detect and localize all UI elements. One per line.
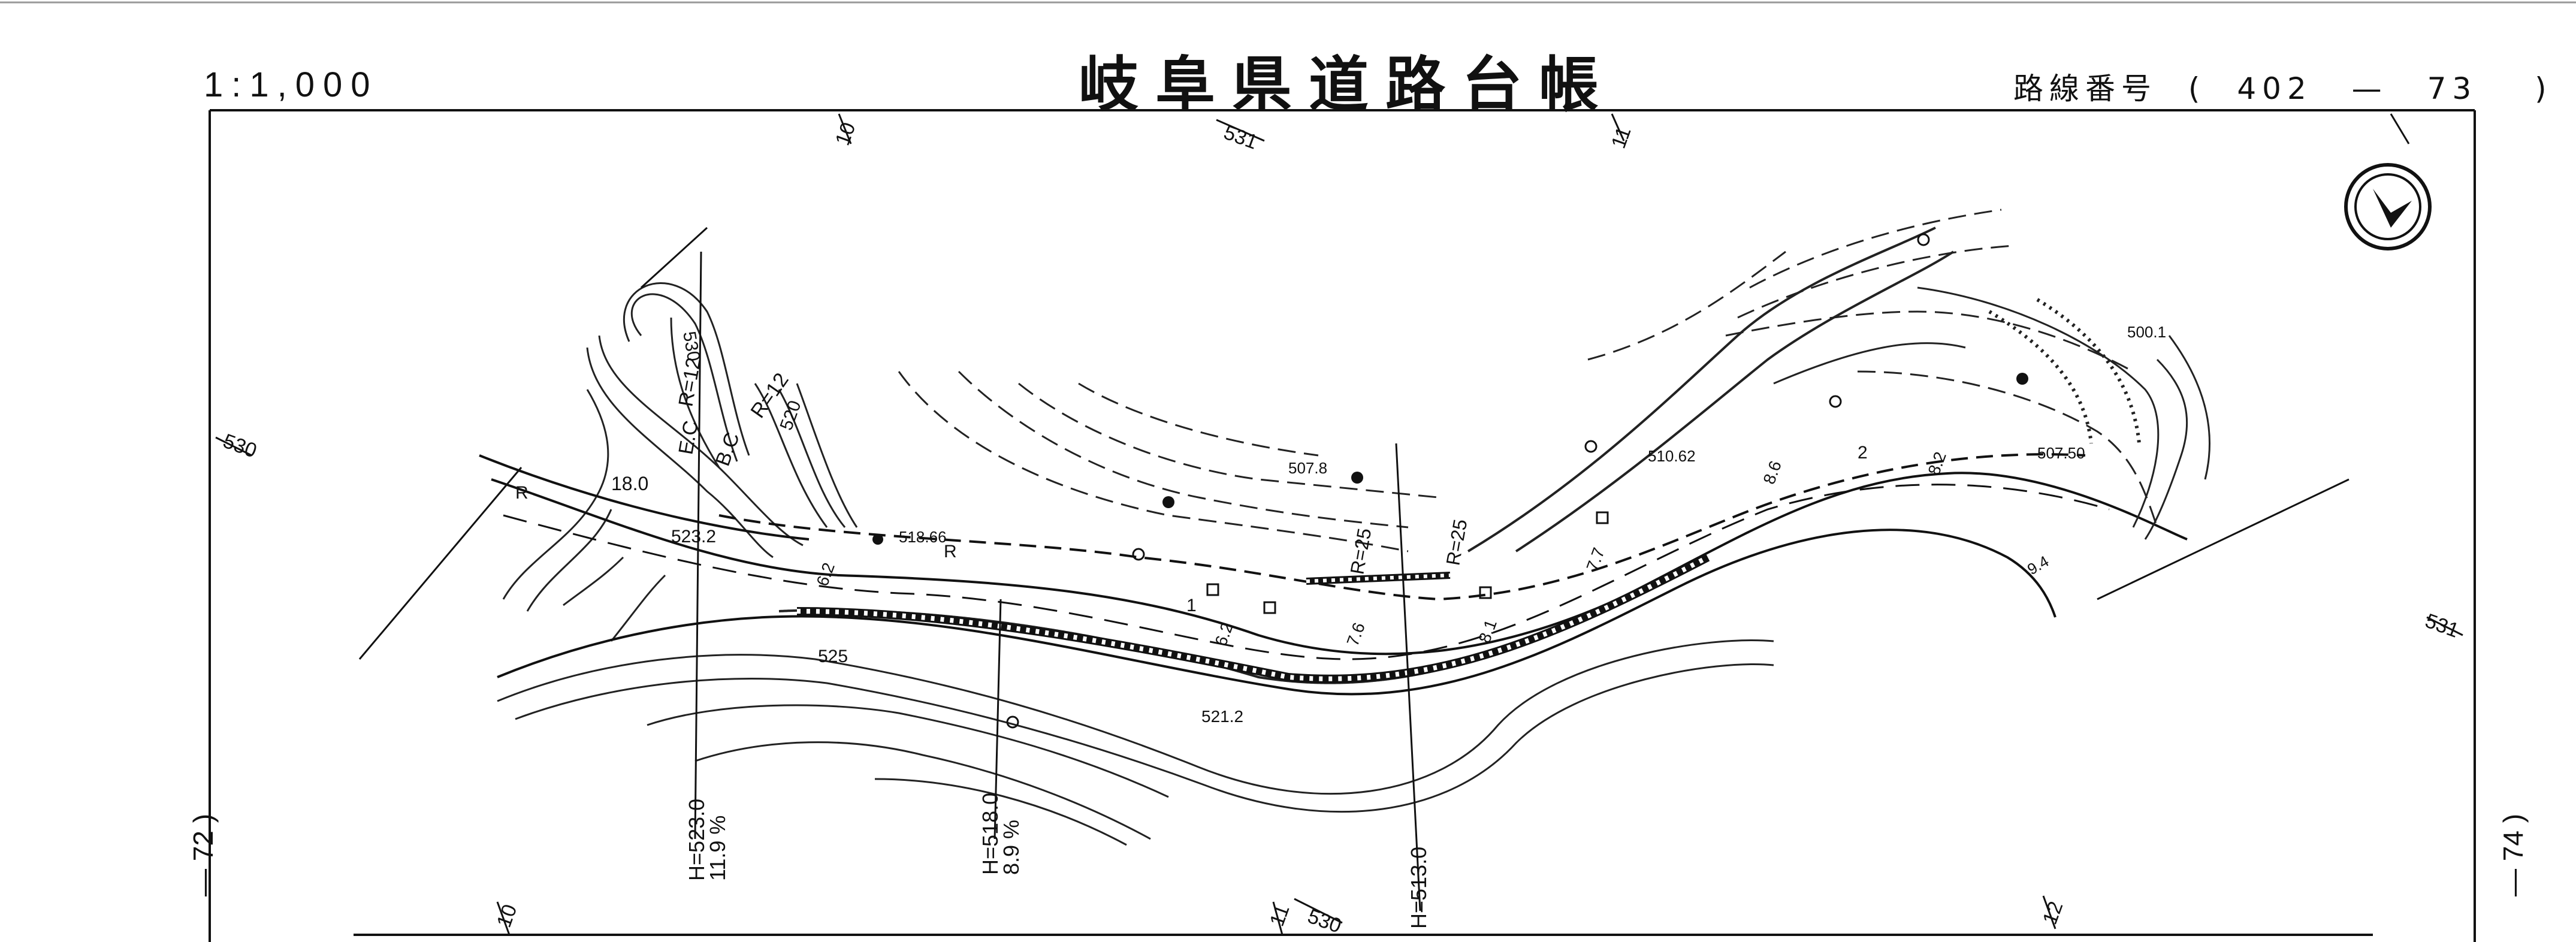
label-width-18: 18.0	[611, 473, 648, 494]
north-arrow-icon	[2344, 163, 2432, 250]
station-6-2a: 6.2	[813, 560, 838, 588]
station-8-6: 8.6	[1760, 458, 1785, 487]
route-close-paren: )	[2535, 71, 2553, 106]
grid-label-530-bottom: 530	[1304, 905, 1344, 938]
label-elev-523-2: 523.2	[671, 527, 716, 547]
label-elev-521-2: 521.2	[1201, 707, 1243, 726]
survey-points	[872, 373, 2028, 545]
grid-label-12-bottom: 12	[2039, 898, 2068, 928]
label-elev-510-62: 510.62	[1648, 447, 1696, 465]
slopes-and-branches	[898, 209, 2210, 552]
route-dash: —	[2351, 71, 2388, 106]
map-frame	[209, 109, 2476, 942]
label-elev-518-66: 518.66	[899, 528, 947, 546]
contour-label-525: 525	[818, 647, 848, 666]
grid-label-531-top: 531	[1221, 121, 1260, 154]
label-elev-507-50: 507.50	[2037, 444, 2085, 462]
route-number-box: 路線番号 ( 402 — 73 )	[2013, 65, 2553, 108]
grid-label-11-bottom: 11	[1266, 902, 1294, 929]
survey-markers	[1006, 233, 1930, 729]
station-1: 1	[1186, 596, 1197, 615]
station-7-6: 7.6	[1343, 620, 1369, 648]
label-ec-radius: R=12	[674, 356, 705, 409]
grid-label-11-top: 11	[1607, 124, 1636, 152]
profile-height-3: H=513.0	[1406, 847, 1431, 929]
station-2: 2	[1858, 443, 1868, 463]
sheet-title: 岐阜県道路台帳	[1079, 50, 1615, 120]
grid-label-10-bottom: 10	[493, 901, 522, 931]
grid-ticks	[215, 113, 2463, 935]
grid-label-530-left: 530	[220, 430, 259, 463]
grid-label-531-right: 531	[2422, 609, 2462, 642]
route-section: 73	[2427, 71, 2478, 106]
route-label: 路線番号	[2013, 71, 2157, 106]
profile-grade-2: 8.9 %	[999, 820, 1023, 875]
station-7-7: 7.7	[1583, 545, 1608, 573]
profile-grade-1: 11.9 %	[705, 816, 730, 881]
label-elev-500-1: 500.1	[2127, 323, 2166, 341]
contour-lines	[497, 282, 1774, 846]
profile-height-1: H=523.0	[684, 799, 709, 881]
label-elev-507-8: 507.8	[1288, 459, 1327, 477]
profile-height-2: H=518.0	[978, 793, 1002, 875]
label-bc: B.C	[711, 429, 744, 469]
map-scale: 1:1,000	[204, 65, 379, 104]
road-main	[479, 453, 2188, 696]
label-r-left: R	[515, 483, 529, 503]
station-6-2b: 6.2	[1212, 620, 1237, 648]
grid-label-10-top: 10	[831, 119, 860, 149]
label-radius-25a: R=25	[1346, 527, 1375, 576]
contour-label-520: 520	[777, 398, 805, 433]
label-radius-25b: R=25	[1442, 518, 1471, 567]
route-open-paren: (	[2188, 71, 2206, 106]
label-r-mid: R	[944, 542, 957, 561]
route-number: 402	[2237, 71, 2312, 106]
